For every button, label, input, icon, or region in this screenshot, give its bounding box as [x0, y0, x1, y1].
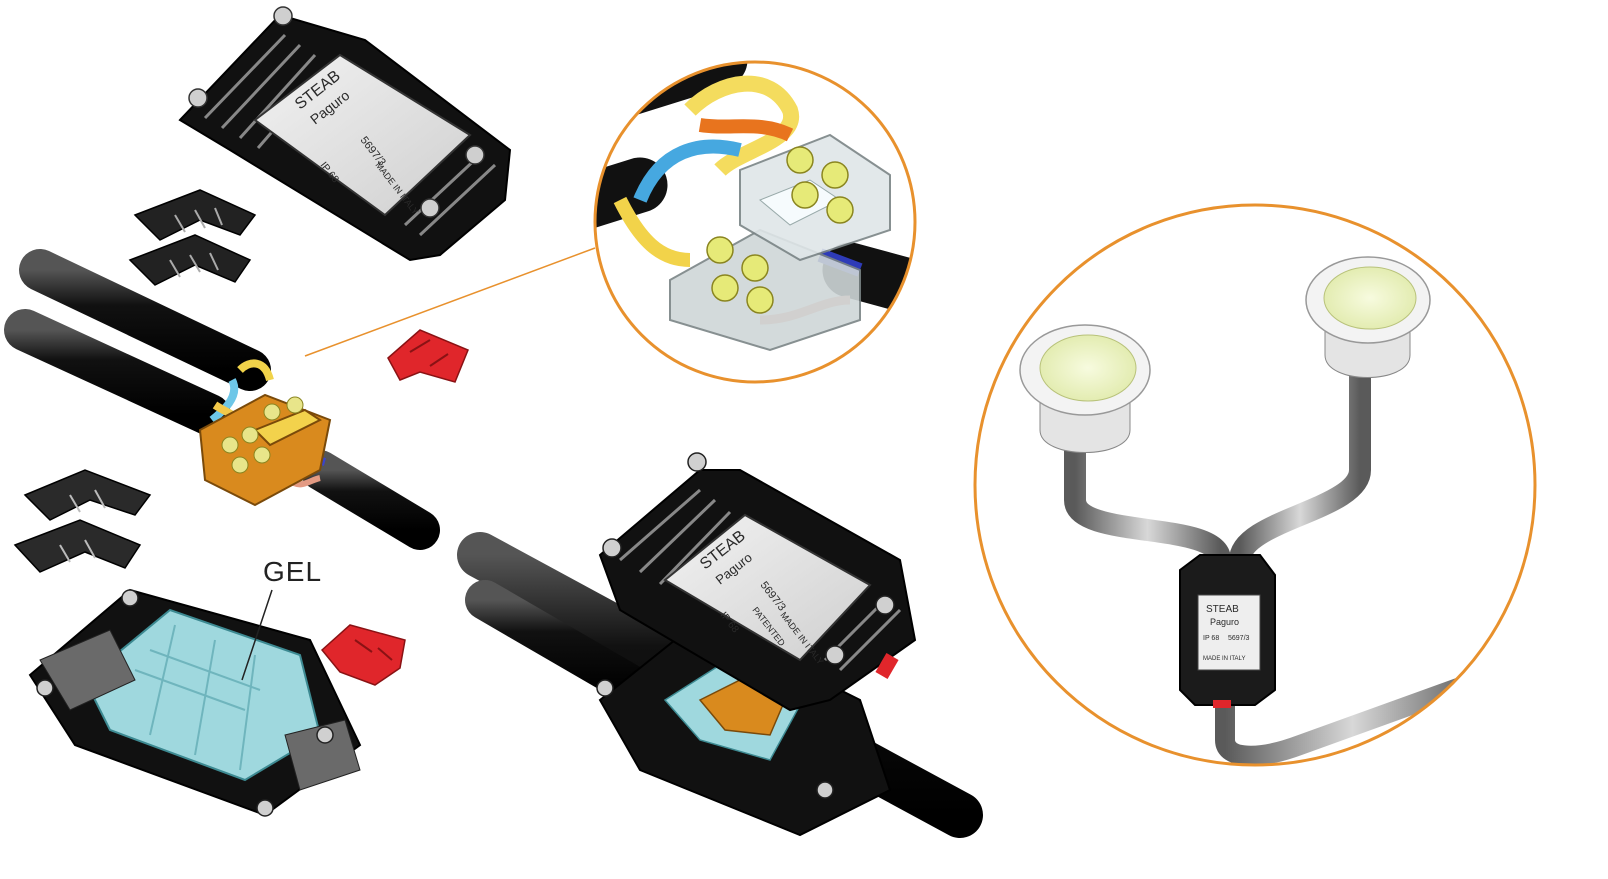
- gel-label: GEL: [263, 556, 323, 587]
- terminal-screw-icon: [221, 396, 304, 474]
- callout-leader-line: [304, 247, 596, 357]
- assembled-junction: STEAB Paguro 5697/3 IP 68 PATENTED MADE …: [457, 452, 983, 838]
- small-lid-code-text: 5697/3: [1228, 635, 1250, 642]
- small-lid-product-text: Paguro: [1210, 617, 1239, 627]
- lamp-callout-circle: STEAB Paguro IP 68 5697/3 MADE IN ITALY: [973, 203, 1537, 767]
- small-junction-box: STEAB Paguro IP 68 5697/3 MADE IN ITALY: [1179, 554, 1276, 708]
- cable-clip-icon: [128, 189, 257, 286]
- gel-leader-line: [241, 589, 273, 681]
- lamp-icon: [1019, 324, 1151, 453]
- cable-clip-icon: [13, 469, 152, 573]
- lamp-icon: [1305, 256, 1431, 378]
- detail-callout-circle: [593, 60, 917, 384]
- red-clip-icon: [387, 329, 469, 383]
- gel-base: [28, 588, 362, 817]
- small-lid-brand-text: STEAB: [1206, 604, 1239, 615]
- exploded-cable-assembly: [4, 249, 440, 550]
- small-lid-origin-text: MADE IN ITALY: [1203, 656, 1245, 662]
- screw-icon: [36, 589, 334, 817]
- red-clip-icon: [320, 624, 406, 686]
- terminal-screw-icon: [706, 146, 854, 314]
- screw-icon: [596, 452, 895, 799]
- small-lid-rating-text: IP 68: [1203, 635, 1219, 642]
- screw-icon: [188, 6, 485, 218]
- top-lid: STEAB Paguro 5697/3 IP 68 MADE IN ITALY: [178, 6, 512, 262]
